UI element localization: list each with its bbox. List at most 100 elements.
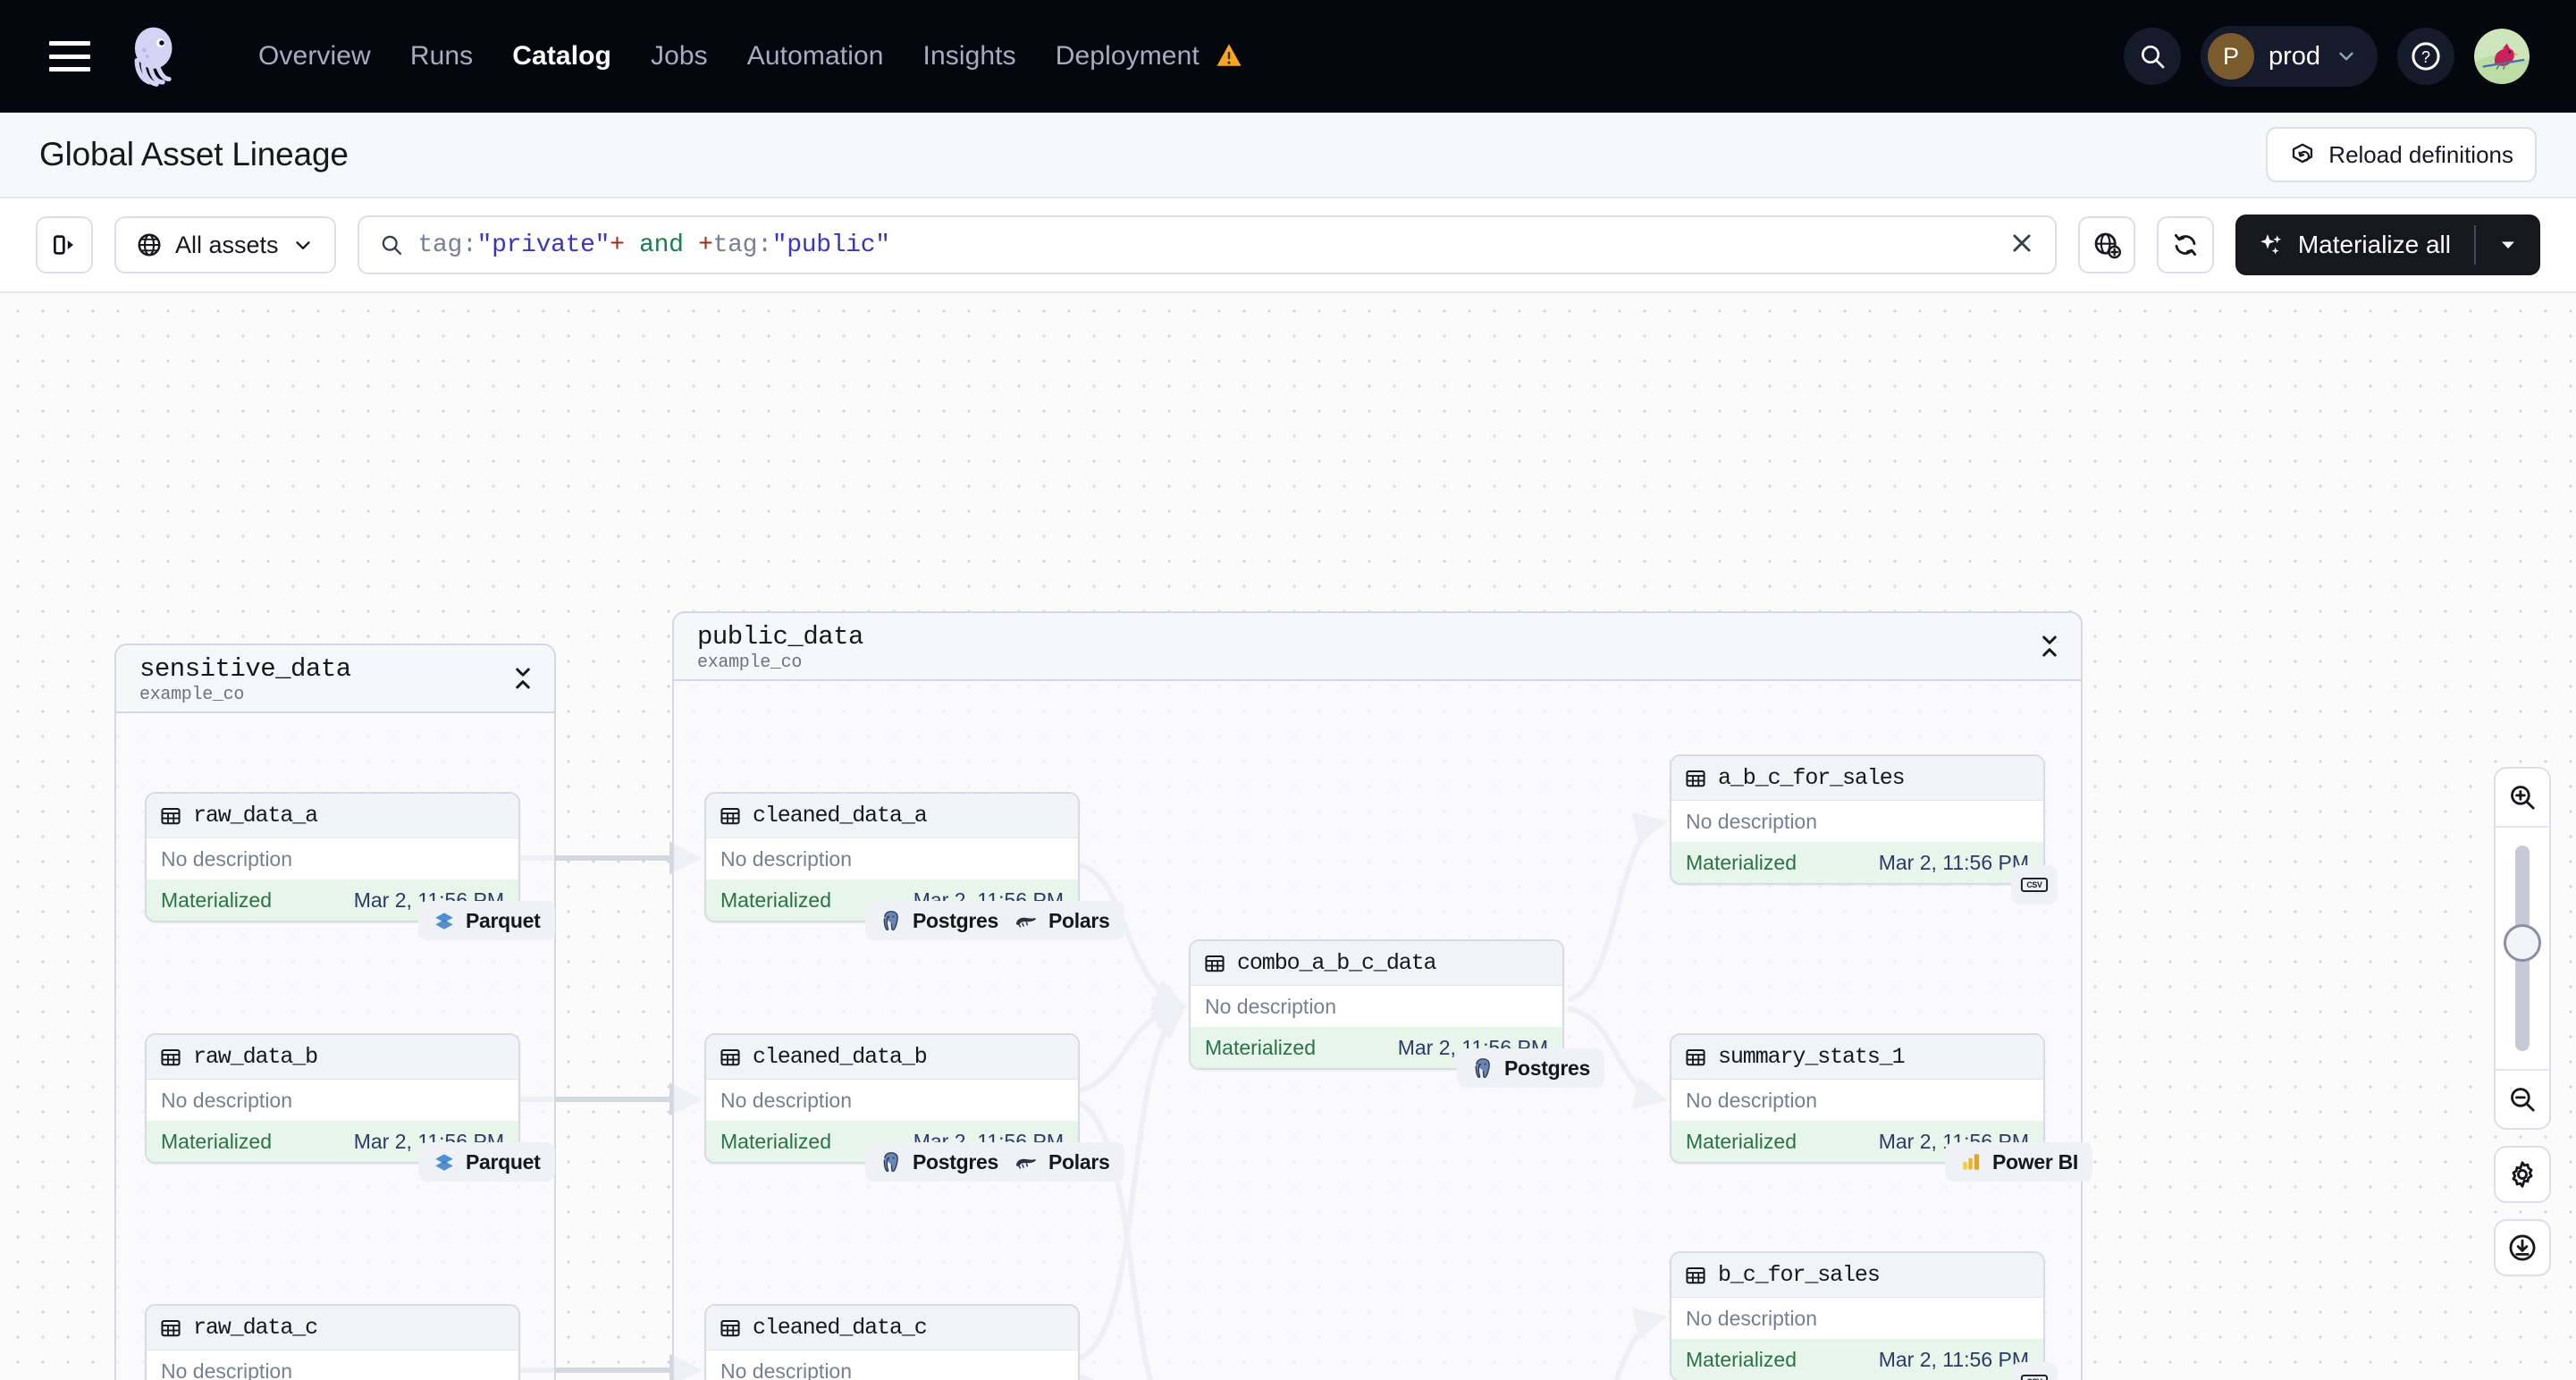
warning-triangle-icon (1216, 44, 1242, 66)
asset-filter-button[interactable]: All assets (114, 216, 336, 273)
nav-right-cluster: P prod ? (2123, 26, 2549, 87)
nav-link-label: Runs (409, 41, 474, 71)
asset-node-description: No description (147, 1080, 518, 1121)
asset-group-header[interactable]: sensitive_data example_co (116, 645, 554, 713)
download-graph-button[interactable] (2494, 1219, 2551, 1276)
help-button[interactable]: ? (2397, 28, 2454, 85)
zoom-slider-thumb[interactable] (2504, 924, 2541, 962)
collapse-icon[interactable] (2038, 633, 2061, 664)
nav-link-automation[interactable]: Automation (728, 32, 904, 80)
asset-tag-postgres[interactable]: Postgres (865, 901, 1014, 940)
postgres-icon (883, 1152, 898, 1173)
svg-text:?: ? (2421, 48, 2430, 66)
asset-node-header[interactable]: a_b_c_for_sales (1671, 756, 2043, 801)
sidebar-toggle-button[interactable] (36, 216, 93, 273)
asset-node-status: Materialized (720, 888, 831, 912)
asset-group-header[interactable]: public_data example_co (674, 613, 2081, 681)
asset-tag-label: Polars (1048, 1149, 1110, 1174)
asset-tag-postgres[interactable]: Postgres (865, 1142, 1014, 1182)
asset-tag-label: Postgres (1504, 1056, 1591, 1080)
asset-node-header[interactable]: raw_data_a (147, 794, 518, 838)
asset-node-status: Materialized (161, 888, 272, 912)
asset-node-raw_data_c[interactable]: raw_data_cNo descriptionMaterializedMar … (145, 1304, 520, 1380)
asset-node-status: Materialized (1686, 1347, 1797, 1371)
page-title: Global Asset Lineage (39, 136, 349, 172)
global-search-button[interactable] (2123, 28, 2181, 85)
zoom-slider[interactable] (2496, 828, 2549, 1069)
polars-icon (1015, 917, 1036, 928)
lineage-graph-canvas[interactable]: sensitive_data example_co public_data ex… (0, 293, 2576, 1380)
user-avatar[interactable] (2474, 29, 2530, 84)
primary-nav-links: Overview Runs Catalog Jobs Automation In… (239, 32, 1262, 80)
svg-text:CSV: CSV (2026, 880, 2042, 889)
asset-tag-parquet[interactable]: Parquet (418, 901, 555, 940)
table-icon (1686, 1266, 1705, 1283)
graph-settings-button[interactable] (2494, 1146, 2551, 1203)
reload-definitions-label: Reload definitions (2328, 140, 2513, 168)
deployment-avatar: P (2207, 33, 2254, 80)
asset-node-description: No description (1671, 1298, 2043, 1339)
asset-node-header[interactable]: summary_stats_1 (1671, 1035, 2043, 1080)
nav-link-deployment[interactable]: Deployment (1036, 32, 1263, 80)
asset-tag-postgres[interactable]: Postgres (1457, 1048, 1605, 1088)
asset-tag-power-bi[interactable]: Power BI (1945, 1142, 2093, 1182)
nav-link-catalog[interactable]: Catalog (492, 32, 631, 80)
zoom-in-button[interactable] (2496, 769, 2549, 826)
reload-definitions-button[interactable]: Reload definitions (2266, 127, 2537, 182)
asset-node-status: Materialized (1686, 850, 1797, 874)
clear-search-button[interactable] (2008, 230, 2035, 261)
materialize-all-button[interactable]: Materialize all (2235, 215, 2540, 275)
nav-link-overview[interactable]: Overview (239, 32, 391, 80)
csv-icon: CSV (2020, 878, 2049, 892)
globe-plus-icon (2094, 232, 2121, 259)
asset-node-header[interactable]: cleaned_data_b (706, 1035, 1078, 1080)
table-icon (720, 1319, 740, 1336)
asset-tag-parquet[interactable]: Parquet (418, 1142, 555, 1182)
asset-node-header[interactable]: cleaned_data_a (706, 794, 1078, 838)
user-avatar-bird-image (2474, 29, 2530, 84)
asset-tag-csv[interactable]: CSV (2011, 1362, 2058, 1380)
nav-link-runs[interactable]: Runs (391, 32, 492, 80)
asset-node-description: No description (147, 838, 518, 879)
asset-tag-label: Postgres (913, 1149, 999, 1174)
asset-node-status: Materialized (161, 1129, 272, 1153)
table-icon (161, 807, 181, 824)
zoom-out-button[interactable] (2496, 1071, 2549, 1128)
asset-tag-csv[interactable]: CSV (2011, 865, 2058, 905)
dagster-octopus-logo[interactable] (122, 23, 189, 89)
asset-node-header[interactable]: raw_data_b (147, 1035, 518, 1080)
asset-node-header[interactable]: combo_a_b_c_data (1191, 941, 1562, 986)
asset-node-cleaned_data_c[interactable]: cleaned_data_cNo descriptionMaterialized… (704, 1304, 1080, 1380)
asset-search-field[interactable]: tag:"private"+ and +tag:"public" (357, 215, 2057, 274)
nav-link-insights[interactable]: Insights (904, 32, 1036, 80)
deployment-selector[interactable]: P prod (2200, 26, 2378, 87)
nav-link-jobs[interactable]: Jobs (631, 32, 728, 80)
download-icon (2509, 1234, 2536, 1261)
asset-tag-polars[interactable]: Polars (999, 1142, 1124, 1182)
materialize-all-main[interactable]: Materialize all (2235, 231, 2474, 259)
deployment-name: prod (2268, 41, 2320, 71)
collapse-icon[interactable] (511, 665, 535, 696)
asset-node-status: Materialized (1205, 1035, 1316, 1059)
zoom-out-icon (2511, 1088, 2535, 1112)
asset-group-sensitive_data[interactable]: sensitive_data example_co (114, 644, 556, 1380)
asset-node-header[interactable]: b_c_for_sales (1671, 1253, 2043, 1298)
asset-node-header[interactable]: cleaned_data_c (706, 1306, 1078, 1351)
asset-node-timestamp: Mar 2, 11:56 PM (1878, 850, 2029, 874)
materialize-dropdown-button[interactable] (2476, 234, 2540, 256)
globe-add-button[interactable] (2077, 216, 2135, 273)
refresh-button[interactable] (2156, 216, 2214, 273)
asset-tag-polars[interactable]: Polars (999, 901, 1124, 940)
asset-node-title: b_c_for_sales (1718, 1262, 1881, 1288)
hamburger-menu-icon[interactable] (49, 41, 90, 72)
asset-node-header[interactable]: raw_data_c (147, 1306, 518, 1351)
globe-icon (138, 233, 161, 257)
